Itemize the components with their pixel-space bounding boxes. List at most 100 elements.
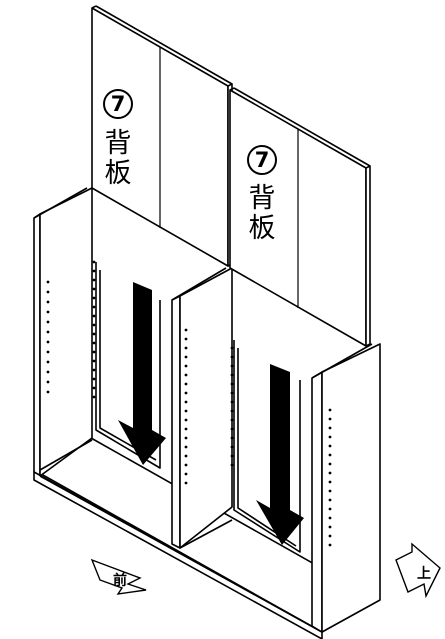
- pin-hole: [328, 534, 332, 538]
- pin-hole: [230, 355, 234, 359]
- pin-hole: [230, 418, 234, 422]
- pin-hole: [328, 408, 332, 412]
- pin-hole: [46, 290, 50, 294]
- pin-hole: [230, 463, 234, 467]
- pin-hole: [184, 373, 188, 377]
- pin-hole: [184, 454, 188, 458]
- pin-hole: [328, 417, 332, 421]
- pin-hole: [328, 426, 332, 430]
- pin-hole: [328, 471, 332, 475]
- pin-hole: [230, 445, 234, 449]
- pin-hole: [92, 287, 96, 291]
- panel-2-label-bottom: 板: [249, 213, 276, 244]
- pin-hole: [46, 350, 50, 354]
- pin-hole: [184, 409, 188, 413]
- pin-hole: [46, 300, 50, 304]
- pin-hole: [328, 435, 332, 439]
- pin-hole: [92, 359, 96, 363]
- pin-hole: [328, 507, 332, 511]
- panel-2-number: 7: [255, 148, 270, 172]
- pin-hole: [92, 278, 96, 282]
- pin-hole: [92, 260, 96, 264]
- panel-1-number-circle: [103, 89, 133, 119]
- middle-partition-front: [171, 295, 181, 549]
- panel-1-label-bottom: 板: [105, 158, 132, 189]
- pin-hole: [230, 373, 234, 377]
- pin-hole: [328, 480, 332, 484]
- pin-hole: [230, 346, 234, 350]
- pin-hole: [46, 380, 50, 384]
- pin-hole: [184, 382, 188, 386]
- right-side-face: [321, 343, 381, 633]
- middle-partition-face: [179, 267, 233, 549]
- pin-hole: [230, 382, 234, 386]
- pin-hole: [230, 454, 234, 458]
- pin-hole: [92, 332, 96, 336]
- pin-hole: [92, 341, 96, 345]
- pin-hole: [328, 462, 332, 466]
- shelf-pin-holes: [46, 260, 332, 547]
- pin-hole: [184, 436, 188, 440]
- pin-hole: [328, 516, 332, 520]
- pin-hole: [184, 481, 188, 485]
- top-direction-marker: 上: [395, 542, 441, 599]
- insert-arrow-right: [256, 364, 304, 545]
- pin-hole: [230, 436, 234, 440]
- top-label: 上: [417, 566, 431, 582]
- pin-hole: [328, 525, 332, 529]
- pin-hole: [92, 377, 96, 381]
- pin-hole: [230, 391, 234, 395]
- pin-hole: [46, 360, 50, 364]
- pin-hole: [184, 328, 188, 332]
- pin-hole: [46, 370, 50, 374]
- pin-hole: [92, 269, 96, 273]
- pin-hole: [46, 280, 50, 284]
- pin-hole: [184, 337, 188, 341]
- pin-hole: [230, 409, 234, 413]
- left-side-face: [39, 187, 93, 477]
- pin-hole: [92, 350, 96, 354]
- cabinet: [33, 187, 381, 639]
- front-direction-marker: 前: [90, 558, 147, 595]
- pin-hole: [46, 340, 50, 344]
- pin-hole: [184, 427, 188, 431]
- pin-hole: [328, 543, 332, 547]
- pin-hole: [184, 364, 188, 368]
- pin-hole: [92, 368, 96, 372]
- panel-2-label-top: 背: [249, 183, 276, 214]
- pin-hole: [184, 355, 188, 359]
- pin-hole: [46, 390, 50, 394]
- top-arrow-icon: [395, 542, 441, 599]
- pin-hole: [184, 418, 188, 422]
- pin-hole: [184, 463, 188, 467]
- pin-hole: [92, 323, 96, 327]
- pin-hole: [92, 386, 96, 390]
- pin-hole: [230, 364, 234, 368]
- pin-hole: [328, 498, 332, 502]
- pin-hole: [92, 305, 96, 309]
- pin-hole: [184, 400, 188, 404]
- left-side-panel: [33, 213, 41, 477]
- front-arrow-icon: [90, 558, 147, 595]
- pin-hole: [230, 400, 234, 404]
- pin-hole: [92, 395, 96, 399]
- panel-1-number: 7: [111, 92, 126, 116]
- panel-1-label: 7 背 板: [103, 89, 133, 189]
- panel-2-number-circle: [247, 145, 277, 175]
- pin-hole: [184, 445, 188, 449]
- pin-hole: [92, 314, 96, 318]
- pin-hole: [46, 320, 50, 324]
- pin-hole: [46, 330, 50, 334]
- pin-hole: [328, 444, 332, 448]
- pin-hole: [328, 489, 332, 493]
- pin-hole: [230, 427, 234, 431]
- panel-2-label: 7 背 板: [247, 145, 277, 244]
- panel-1-label-top: 背: [105, 128, 132, 159]
- insert-arrow-left: [118, 282, 166, 465]
- pin-hole: [46, 310, 50, 314]
- front-label: 前: [113, 572, 127, 589]
- pin-hole: [184, 472, 188, 476]
- pin-hole: [184, 391, 188, 395]
- right-side-panel: [311, 371, 323, 633]
